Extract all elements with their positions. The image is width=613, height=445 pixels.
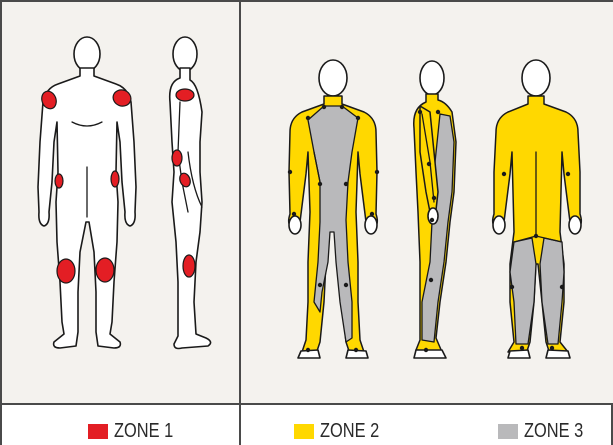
body-diagrams: .ol { fill:#ffffff; stroke:#1a1a1a; stro… (2, 2, 611, 403)
legend-zone1: ZONE 1 (88, 419, 186, 443)
legend-zone3: ZONE 3 (498, 419, 596, 443)
legend-divider (239, 405, 241, 445)
head (74, 37, 100, 71)
zone1-label: ZONE 1 (114, 420, 173, 443)
zone1-swatch (88, 424, 108, 439)
back-figure-zones23 (493, 60, 582, 358)
zone1-side-elbow (172, 150, 182, 166)
legend-zone2: ZONE 2 (294, 419, 392, 443)
back-suit-zone2 (493, 96, 582, 354)
zone1-elbow-left (55, 174, 63, 188)
zone1-elbow-right (111, 171, 119, 187)
side-body-outline (170, 68, 211, 349)
zone1-side-shoulder (176, 89, 194, 101)
side-figure-zones23 (414, 61, 456, 358)
zone1-knee-right (96, 258, 114, 282)
zone1-side-knee (183, 255, 195, 277)
front-figure-zone1 (38, 37, 136, 348)
zone3-label: ZONE 3 (524, 420, 583, 443)
side-figure-zone1 (170, 37, 211, 349)
legend: ZONE 1 ZONE 2 ZONE 3 (2, 403, 611, 445)
front-figure-zones23 (288, 60, 379, 358)
zone3-swatch (498, 424, 518, 439)
zone2-swatch (294, 424, 314, 439)
zone2-label: ZONE 2 (320, 420, 379, 443)
zone1-knee-left (57, 259, 75, 283)
